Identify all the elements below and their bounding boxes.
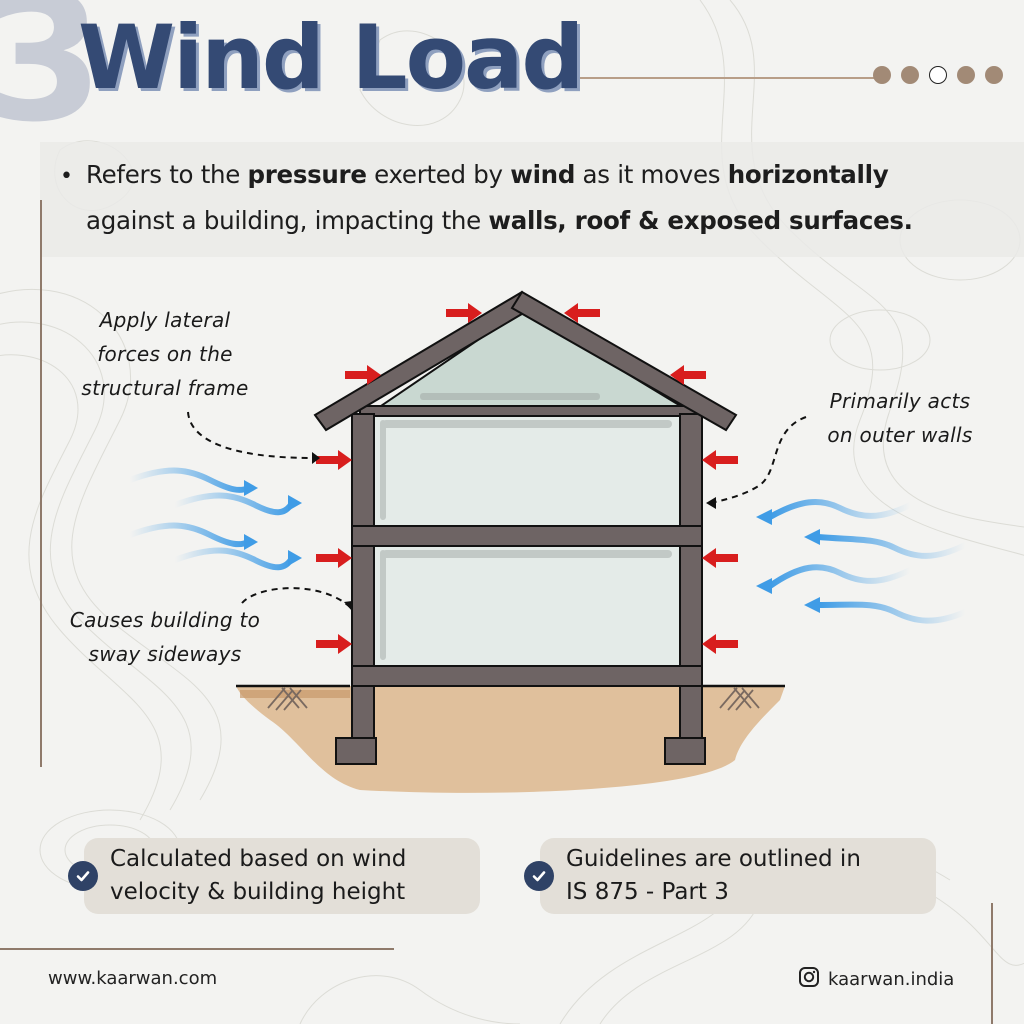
pagination-dots — [873, 66, 1003, 84]
leader-arrowhead — [344, 601, 352, 611]
annotation-sway: Causes building to sway sideways — [69, 608, 261, 666]
bottom-divider — [0, 948, 394, 950]
wind-arrowheads-left — [244, 480, 302, 566]
info-card-guidelines: Guidelines are outlined in IS 875 - Part… — [524, 838, 936, 914]
annotation-leaders — [187, 411, 807, 608]
leader-arrowhead — [706, 497, 716, 509]
wind-arrows-right — [767, 499, 968, 624]
pagination-dot-2[interactable] — [901, 66, 919, 84]
pagination-dot-4[interactable] — [957, 66, 975, 84]
annotation-lateral-forces: Apply lateral forces on the structural f… — [81, 308, 249, 400]
title-divider — [575, 77, 875, 79]
wind-arrowheads-right — [756, 509, 820, 613]
description: •Refers to the pressure exerted by wind … — [60, 153, 980, 243]
description-line-2: against a building, impacting the walls,… — [86, 206, 913, 235]
force-arrows — [316, 303, 738, 654]
pagination-dot-1[interactable] — [873, 66, 891, 84]
roof — [313, 290, 738, 432]
pagination-dot-5[interactable] — [985, 66, 1003, 84]
annotation-outer-walls: Primarily acts on outer walls — [827, 389, 973, 447]
bullet-icon: • — [60, 164, 73, 189]
wind-arrows-left — [127, 467, 295, 571]
leader-arrowhead — [312, 452, 320, 464]
left-divider — [40, 200, 42, 767]
wall-panels — [373, 415, 681, 667]
page-title: Wind Load — [78, 6, 584, 109]
description-band — [40, 142, 1024, 257]
instagram-icon — [798, 966, 820, 993]
description-line-1: •Refers to the pressure exerted by wind … — [60, 153, 980, 199]
check-circle-icon — [524, 861, 554, 891]
instagram-link[interactable]: kaarwan.india — [798, 966, 954, 993]
website-link[interactable]: www.kaarwan.com — [48, 968, 218, 989]
slide-number: 3 — [0, 0, 104, 161]
right-divider — [991, 903, 993, 1024]
info-card-calculation: Calculated based on wind velocity & buil… — [68, 838, 480, 914]
check-circle-icon — [68, 861, 98, 891]
pagination-dot-3-active[interactable] — [929, 66, 947, 84]
structural-frame — [335, 405, 706, 765]
